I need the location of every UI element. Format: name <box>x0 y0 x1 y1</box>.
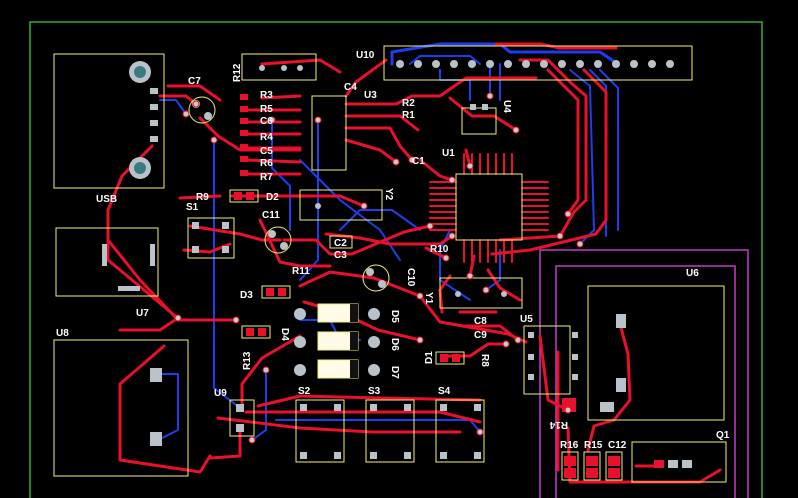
u9-outline <box>229 399 255 437</box>
label-c11: C11 <box>262 210 280 221</box>
u10-outline <box>383 45 693 81</box>
top-layer-traces <box>106 42 722 484</box>
board-outline <box>29 21 763 498</box>
s3-outline <box>365 399 415 463</box>
label-r5: R5 <box>260 104 273 115</box>
label-c10: C10 <box>405 268 416 287</box>
label-u9: U9 <box>214 388 227 399</box>
label-c6: C6 <box>260 116 273 127</box>
label-u5: U5 <box>520 314 533 325</box>
u5-outline <box>523 325 571 395</box>
label-r9: R9 <box>196 192 209 203</box>
label-r4: R4 <box>260 132 273 143</box>
label-r6: R6 <box>260 158 273 169</box>
s1-outline <box>187 217 235 259</box>
d3-outline <box>261 285 291 299</box>
s2-outline <box>295 399 345 463</box>
u1-outline <box>455 173 523 241</box>
label-usb: USB <box>96 194 117 205</box>
label-r10: R10 <box>430 244 449 255</box>
label-c5: C5 <box>260 146 273 157</box>
silkscreen <box>53 45 727 483</box>
label-c3: C3 <box>334 250 347 261</box>
label-c12: C12 <box>608 440 627 451</box>
label-r13: R13 <box>242 351 253 370</box>
c11-outline <box>264 226 292 254</box>
label-r12: R12 <box>232 63 243 82</box>
label-u1: U1 <box>442 148 455 159</box>
label-r11: R11 <box>292 266 310 277</box>
c10-outline <box>362 264 390 292</box>
label-d7: D7 <box>389 366 400 379</box>
label-r7: R7 <box>260 172 273 183</box>
label-d3: D3 <box>240 290 253 301</box>
d7-band <box>350 360 358 378</box>
label-u10: U10 <box>356 50 375 61</box>
label-d4: D4 <box>279 328 290 341</box>
r15-outline <box>583 451 601 481</box>
vias <box>174 92 584 444</box>
c12-outline <box>605 451 623 481</box>
label-s2: S2 <box>298 386 311 397</box>
u7-outline <box>55 227 159 297</box>
s4-outline <box>435 399 485 463</box>
pads <box>102 60 692 478</box>
y1-outline <box>439 277 523 309</box>
r16-outline <box>561 451 579 481</box>
label-c1: C1 <box>412 156 425 167</box>
label-d2: D2 <box>266 192 279 203</box>
label-u8: U8 <box>56 328 69 339</box>
keepout-outline-outer <box>539 249 749 498</box>
u3-outline <box>311 95 347 171</box>
d6-band <box>350 332 358 350</box>
u6-outline <box>587 285 725 421</box>
component-labels: USB U7 U8 U9 U10 U3 U4 U1 U5 U6 S1 S2 S3… <box>56 50 730 451</box>
label-u7: U7 <box>136 308 149 319</box>
label-s3: S3 <box>368 386 381 397</box>
q1-outline <box>631 441 727 483</box>
d2-outline <box>229 189 259 203</box>
label-r16: R16 <box>560 440 579 451</box>
label-c2: C2 <box>334 238 347 249</box>
label-q1: Q1 <box>716 430 730 441</box>
label-c8: C8 <box>474 316 487 327</box>
label-d5: D5 <box>389 310 400 323</box>
label-r8: R8 <box>479 354 490 367</box>
c7-outline <box>188 96 216 124</box>
label-s1: S1 <box>186 202 199 213</box>
diode-blocks <box>317 303 359 379</box>
y2-outline <box>299 189 383 221</box>
label-r15: R15 <box>584 440 603 451</box>
label-u3: U3 <box>364 90 377 101</box>
label-u6: U6 <box>686 268 699 279</box>
label-y1: Y1 <box>423 292 434 305</box>
label-d1: D1 <box>424 351 435 364</box>
label-y2: Y2 <box>383 188 394 201</box>
label-c4: C4 <box>344 82 357 93</box>
u8-outline <box>53 339 189 477</box>
label-s4: S4 <box>438 386 451 397</box>
u4-outline <box>461 107 497 135</box>
d5-band <box>350 304 358 322</box>
u1-fanout <box>429 153 549 263</box>
c2-outline <box>329 235 353 249</box>
label-r14: R14 <box>549 419 568 430</box>
label-u4: U4 <box>501 100 512 113</box>
d1-outline <box>435 351 465 365</box>
label-c9: C9 <box>474 330 487 341</box>
label-r2: R2 <box>402 98 415 109</box>
r12-outline <box>241 53 317 81</box>
usb-outline <box>53 53 165 189</box>
label-d6: D6 <box>389 338 400 351</box>
keepout-outline-inner <box>555 265 736 498</box>
d4-outline <box>241 325 271 339</box>
label-c7: C7 <box>188 76 201 87</box>
label-r3: R3 <box>260 90 273 101</box>
label-r1: R1 <box>402 110 415 121</box>
